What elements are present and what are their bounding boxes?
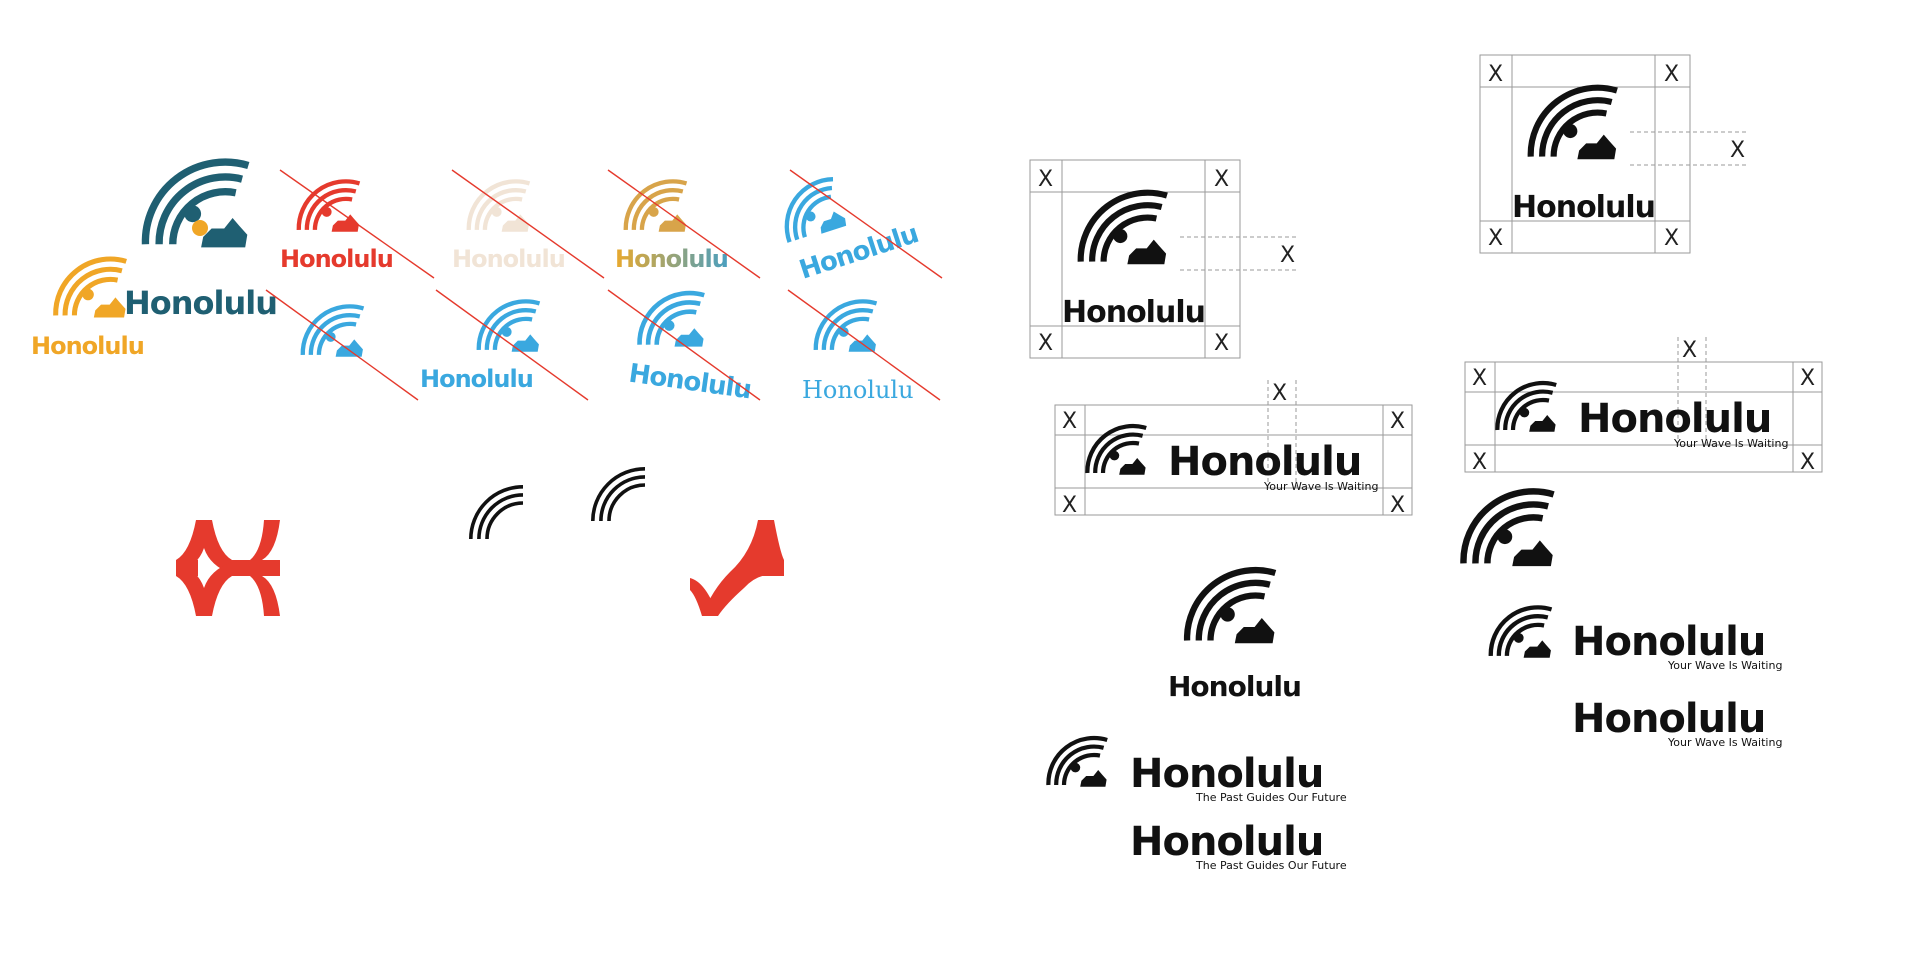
lockup-horizontal-wave: Honolulu Your Wave Is Waiting bbox=[1491, 607, 1782, 672]
misuse-wrong-typeface: Honolulu bbox=[787, 289, 941, 404]
wordmark-black: Honolulu bbox=[1572, 696, 1765, 742]
clearspace-x-marker: X bbox=[1800, 450, 1815, 475]
misuse-distorted: Honolulu bbox=[607, 289, 761, 405]
clearspace-x-marker: X bbox=[1664, 62, 1679, 87]
lockup-stacked-black: Honolulu bbox=[1168, 570, 1302, 703]
wordmark-sky: Honolulu bbox=[420, 365, 533, 393]
clearspace-x-marker: X bbox=[1038, 167, 1053, 192]
logo-teal-stacked bbox=[145, 162, 248, 247]
clearspace-x-marker: X bbox=[1062, 493, 1077, 518]
wordmark-black: Honolulu bbox=[1512, 190, 1655, 225]
clearspace-stacked-2: X X X X X Honolulu bbox=[1479, 54, 1746, 254]
clearspace-x-marker: X bbox=[1390, 409, 1405, 434]
clearspace-stacked-1: X X X X X Honolulu bbox=[1029, 159, 1296, 359]
misuse-gradient: Honolulu bbox=[607, 169, 761, 279]
wordmark-serif: Honolulu bbox=[802, 376, 914, 404]
clearspace-x-marker: X bbox=[1280, 243, 1295, 268]
clearspace-x-marker: X bbox=[1664, 226, 1679, 251]
red-corner-pattern bbox=[690, 520, 784, 616]
clearspace-x-marker: X bbox=[1682, 338, 1697, 363]
lockup-horizontal-past: Honolulu The Past Guides Our Future bbox=[1048, 738, 1347, 804]
clearspace-x-marker: X bbox=[1800, 366, 1815, 391]
clearspace-x-marker: X bbox=[1214, 331, 1229, 356]
tagline: Your Wave Is Waiting bbox=[1667, 659, 1782, 672]
misuse-low-contrast: Honolulu bbox=[451, 169, 605, 279]
wordmark-past-tagline: Honolulu The Past Guides Our Future bbox=[1130, 819, 1347, 872]
clearspace-horizontal-1: X X X X X Honolulu Your Wave Is Waiting bbox=[1054, 380, 1413, 518]
wordmark-black: Honolulu bbox=[1062, 295, 1205, 330]
wordmark-black: Honolulu bbox=[1130, 819, 1323, 865]
wordmark-pale: Honolulu bbox=[452, 245, 565, 273]
tagline: Your Wave Is Waiting bbox=[1667, 736, 1782, 749]
clearspace-x-marker: X bbox=[1488, 226, 1503, 251]
logo-gold-horizontal: Honolulu bbox=[56, 259, 278, 322]
clearspace-x-marker: X bbox=[1272, 381, 1287, 406]
clearspace-x-marker: X bbox=[1488, 62, 1503, 87]
wordmark-black: Honolulu bbox=[1168, 439, 1361, 485]
wordmark-gradient: Honolulu bbox=[615, 245, 728, 273]
wordmark-black: Honolulu bbox=[1130, 751, 1323, 797]
wordmark-rotated: Honolulu bbox=[796, 219, 922, 285]
wordmark-gold: Honolulu bbox=[31, 332, 144, 360]
clearspace-x-marker: X bbox=[1038, 331, 1053, 356]
clearspace-x-marker: X bbox=[1214, 167, 1229, 192]
tagline: The Past Guides Our Future bbox=[1195, 791, 1347, 804]
wordmark-wave-tagline: Honolulu Your Wave Is Waiting bbox=[1572, 696, 1782, 749]
clearspace-x-marker: X bbox=[1472, 366, 1487, 391]
clearspace-x-marker: X bbox=[1062, 409, 1077, 434]
tagline: The Past Guides Our Future bbox=[1195, 859, 1347, 872]
tagline: Your Wave Is Waiting bbox=[1673, 437, 1788, 450]
symbol-black bbox=[1463, 491, 1553, 566]
clearspace-x-marker: X bbox=[1730, 138, 1745, 163]
wordmark-red: Honolulu bbox=[280, 245, 393, 273]
misuse-symbol-only bbox=[265, 289, 419, 401]
clearspace-x-marker: X bbox=[1472, 450, 1487, 475]
tagline: Your Wave Is Waiting bbox=[1263, 480, 1378, 493]
arc-element-1 bbox=[468, 484, 525, 541]
wordmark-black: Honolulu bbox=[1572, 619, 1765, 665]
arc-element-2 bbox=[590, 466, 647, 523]
wordmark-teal: Honolulu bbox=[124, 284, 277, 322]
misuse-stacked-sky: Honolulu bbox=[420, 289, 589, 401]
wordmark-black: Honolulu bbox=[1168, 670, 1301, 703]
red-asterisk-pattern bbox=[176, 520, 280, 616]
clearspace-horizontal-2: X X X X X Honolulu Your Wave Is Waiting bbox=[1464, 337, 1823, 475]
misuse-rotated: Honolulu bbox=[775, 169, 943, 286]
misuse-red: Honolulu bbox=[279, 169, 435, 279]
wordmark-black: Honolulu bbox=[1578, 396, 1771, 442]
clearspace-x-marker: X bbox=[1390, 493, 1405, 518]
